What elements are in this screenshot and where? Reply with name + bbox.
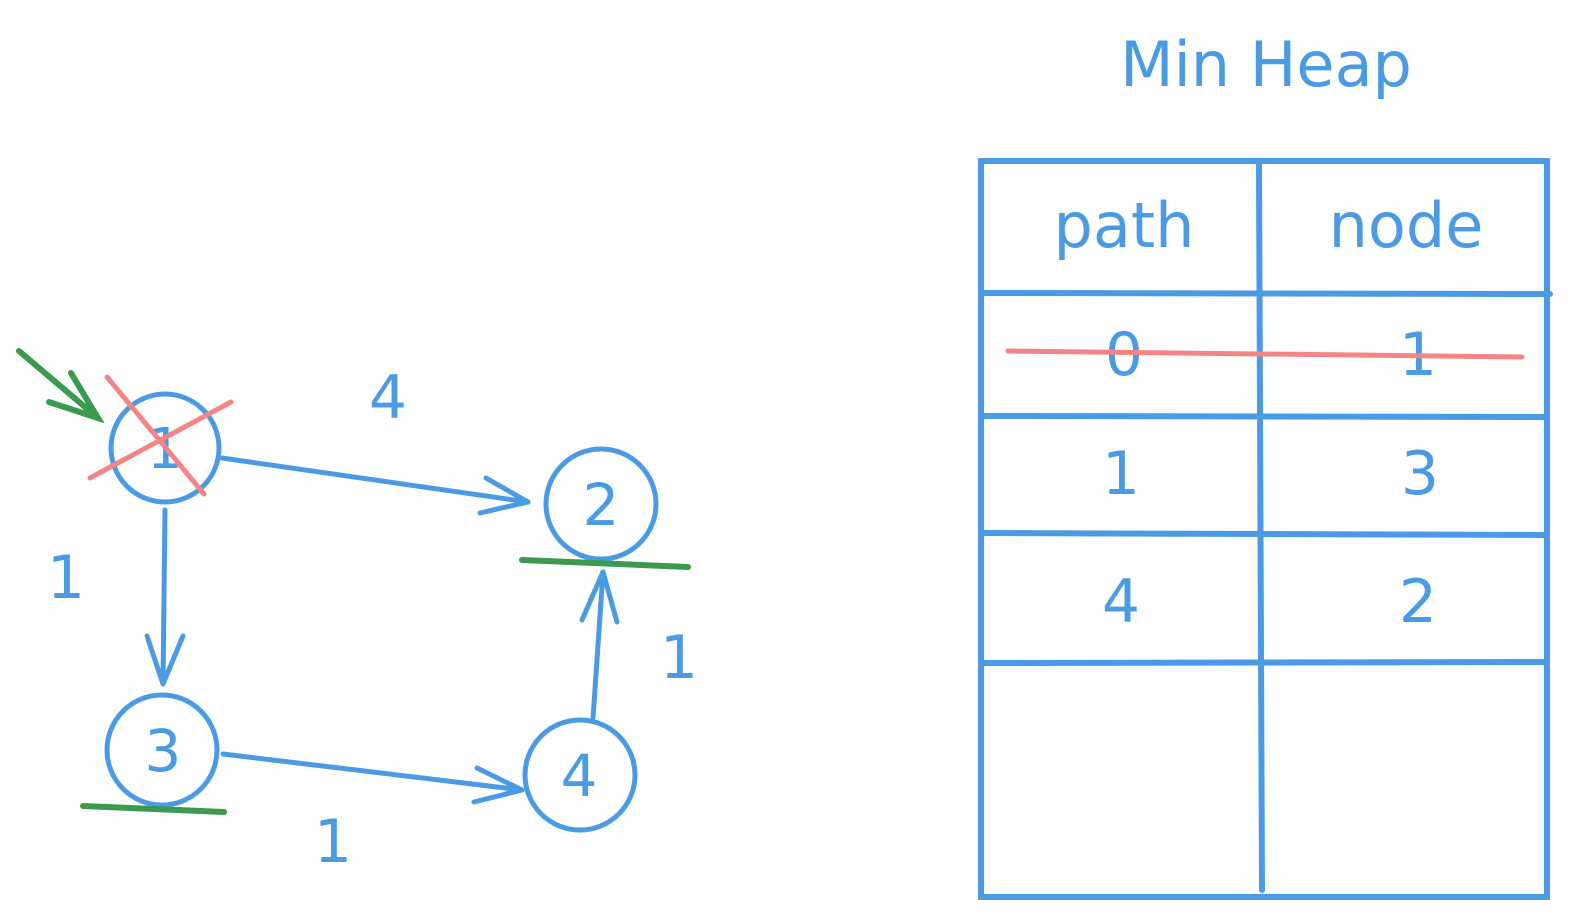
heap-header-node: node [1329,189,1484,262]
start-arrow-icon [16,348,105,424]
graph-node-4: 4 [522,717,638,833]
node-label: 2 [583,471,620,539]
heap-row-strikethrough [1005,348,1525,360]
edge-3-4 [220,751,525,805]
heap-table [978,158,1553,900]
graph-node-2: 2 [543,446,659,562]
heap-row-divider [981,413,1548,420]
node-2-settled-underline [519,557,691,570]
edge-4-2 [579,569,620,721]
heap-table-border [978,158,1550,900]
heap-row: 0 1 [1005,320,1525,390]
node-3-settled-underline [80,803,227,815]
heap-column-divider [1256,162,1265,893]
heap-row-divider [981,290,1553,297]
heap-cell-node: 2 [1399,567,1437,637]
edge-weight-1-2: 4 [369,363,407,433]
heap-cell-path: 1 [1102,439,1140,509]
heap-row: 4 2 [1102,567,1437,637]
heap-cell-path: 4 [1102,567,1140,637]
edge-1-2 [219,455,531,516]
heap-cell-node: 3 [1401,439,1439,509]
edge-weight-4-2: 1 [660,623,698,693]
edge-1-3 [144,507,186,687]
edge-weight-3-4: 1 [314,807,352,877]
heap-row-divider [981,530,1548,538]
node-label: 4 [561,742,598,810]
graph-node-3: 3 [104,692,220,808]
heap-title: Min Heap [1120,28,1412,101]
heap-row: 1 3 [1102,439,1439,509]
edge-weight-1-3: 1 [47,543,85,613]
heap-header-path: path [1054,189,1195,262]
node-label: 3 [145,717,182,785]
heap-row-divider [981,659,1548,666]
node-1-crossed-out-mark [87,374,234,497]
